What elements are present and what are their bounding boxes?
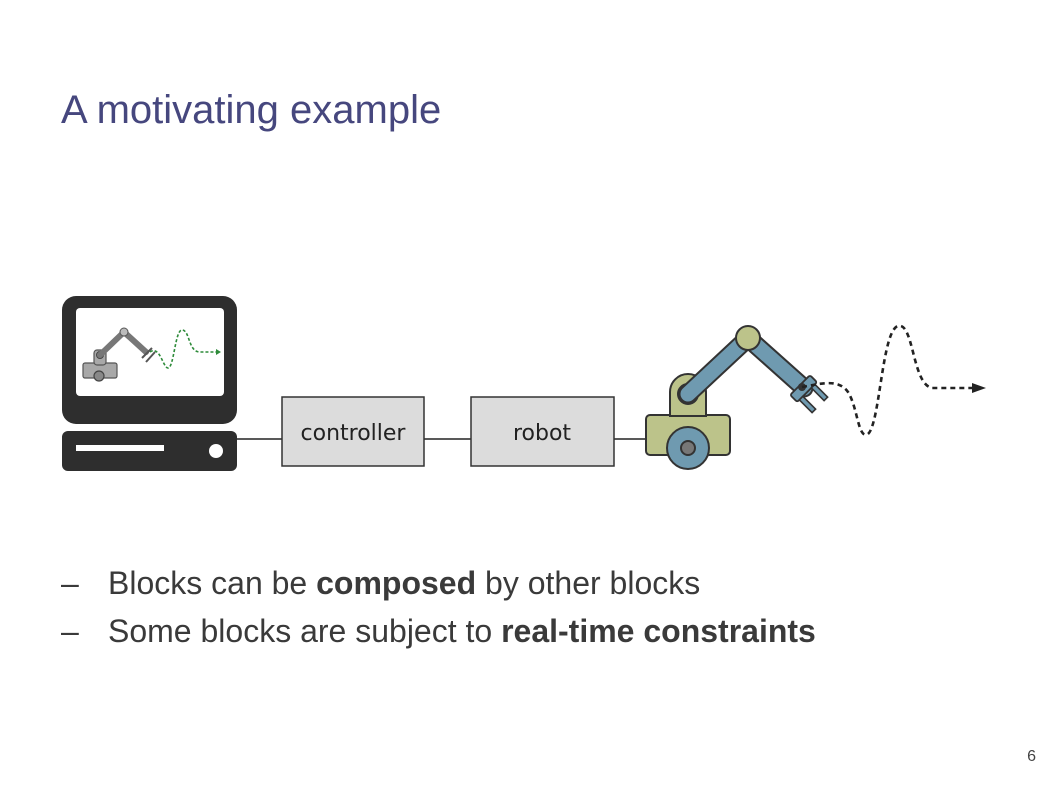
screen-trajectory-icon (149, 329, 216, 369)
controller-block: controller (281, 396, 425, 467)
bullet-dash: – (61, 565, 79, 601)
screen-robot-arm-icon (82, 327, 156, 382)
robot-block: robot (470, 396, 615, 467)
trajectory-icon (801, 324, 975, 436)
controller-block-label: controller (301, 421, 407, 446)
bullet-list: –Blocks can be composed by other blocks … (61, 563, 816, 659)
robot-block-label: robot (513, 421, 571, 446)
bullet-text: by other blocks (476, 565, 701, 601)
bullet-bold-text: composed (316, 565, 477, 601)
bullet-item: –Blocks can be composed by other blocks (61, 563, 816, 611)
trajectory-arrowhead (972, 383, 986, 393)
computer-icon (62, 296, 237, 471)
bullet-text: Some blocks are subject to (108, 613, 502, 649)
bullet-dash: – (61, 613, 79, 649)
bullet-text: Blocks can be (108, 565, 317, 601)
bullet-bold-text: real-time constraints (501, 613, 816, 649)
robot-arm-icon (645, 325, 829, 470)
slide-title: A motivating example (61, 88, 442, 132)
page-number: 6 (1027, 748, 1036, 765)
bullet-item: –Some blocks are subject to real-time co… (61, 611, 816, 659)
